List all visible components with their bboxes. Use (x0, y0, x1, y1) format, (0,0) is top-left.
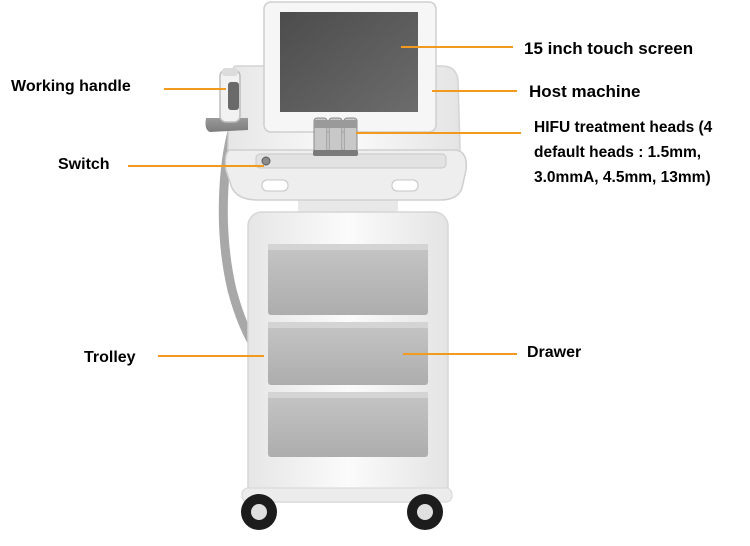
wheel-left (241, 494, 277, 530)
hifu-heads-label: HIFU treatment heads (4 default heads : … (534, 119, 713, 186)
trolley-label: Trolley (84, 349, 136, 366)
working-handle-label: Working handle (11, 78, 131, 95)
drawer-1-lip (268, 244, 428, 250)
drawer-3-lip (268, 392, 428, 398)
touch-screen-label: 15 inch touch screen (524, 39, 694, 58)
wheel-right (407, 494, 443, 530)
drawer-2-lip (268, 322, 428, 328)
handle-leader-line (164, 88, 226, 90)
drawer-label: Drawer (527, 344, 582, 361)
switch-label: Switch (58, 156, 110, 173)
heads-leader-line (356, 132, 521, 134)
tray-front-bar (255, 153, 447, 169)
hifu-treatment-heads (313, 117, 358, 156)
screen-leader-line (401, 46, 513, 48)
host-machine-label: Host machine (529, 82, 641, 101)
touch-screen-display (280, 12, 418, 112)
switch-button (261, 156, 271, 166)
host-leader-line (432, 90, 517, 92)
switch-leader-line (128, 165, 264, 167)
drawer-1 (268, 247, 428, 315)
drawer-leader-line (403, 353, 517, 355)
working-handle-device (219, 68, 241, 123)
trolley-leader-line (158, 355, 264, 357)
drawer-2 (268, 325, 428, 385)
trolley-base (241, 487, 453, 503)
drawer-3 (268, 395, 428, 457)
tray-slot-left (261, 179, 289, 192)
tray-slot-right (391, 179, 419, 192)
